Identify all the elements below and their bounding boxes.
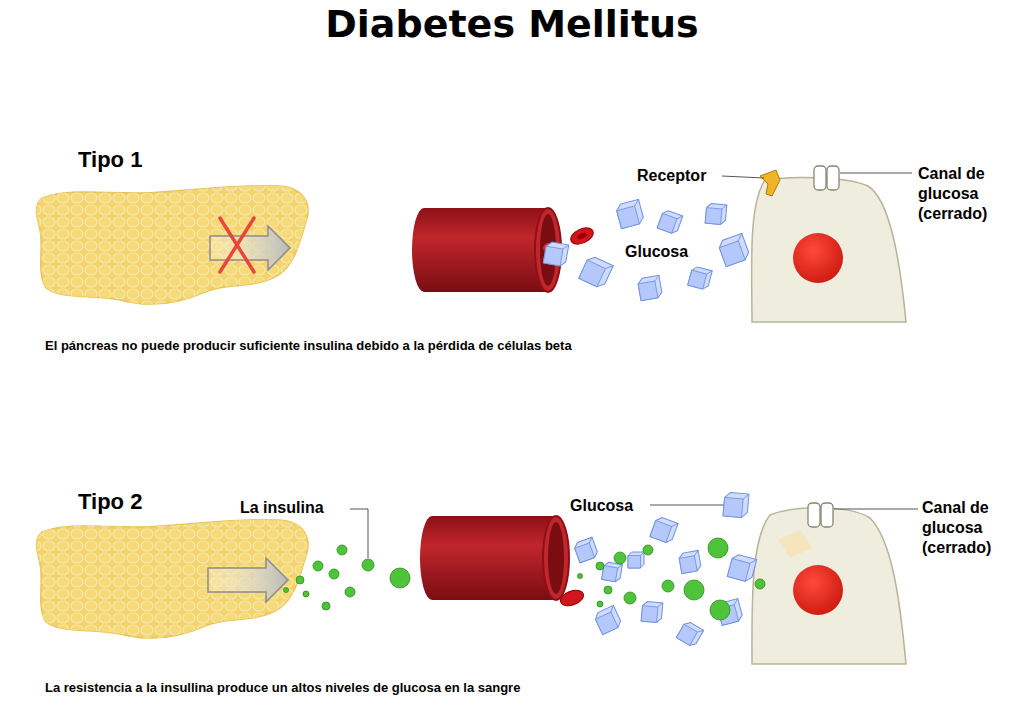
insulin-dot [662,580,674,592]
pancreas [37,186,309,305]
leader-line [840,173,912,174]
insulin-dot [313,561,323,571]
glucose-cube [723,492,749,518]
insulin-dot [708,538,728,558]
glucose-cube [573,537,599,563]
glucose-channel [814,166,839,190]
insulin-dot [296,576,304,584]
glucose-cube [688,266,712,290]
caption: El páncreas no puede producir suficiente… [45,338,572,354]
pancreas [37,520,309,639]
glucose-cube [579,255,614,290]
red-blood-cell [576,232,587,241]
caption: La resistencia a la insullina produce un… [45,680,520,696]
insulin-dot [596,562,604,570]
insulin-dot [329,569,339,579]
insulin-dot [755,579,765,589]
insulin-dot [322,602,330,610]
insulin-dot [303,591,309,597]
glucose-cube [657,209,683,235]
insulin-dot [337,545,347,555]
red-blood-cell [558,587,585,608]
insulin-molecules [284,538,766,620]
leader-line [834,509,918,510]
glucose-cube [678,550,701,573]
glucose-cube [641,601,663,623]
insulin-dot [614,552,626,564]
glucose-cube [727,553,756,582]
blood-vessel [420,516,569,600]
part-label: Canal de glucosa (cerrado) [918,164,1016,224]
insulin-dot [684,580,704,600]
secretion-arrow [208,558,288,602]
glucose-cube [650,516,678,544]
insulin-dot [578,574,583,579]
insulin-dot [710,600,730,620]
title: Diabetes Mellitus [0,2,1024,46]
receptor [760,170,780,196]
glucose-cube [615,199,644,228]
glucose-cube [637,275,662,300]
glucose-cube [593,605,622,634]
glucose-cube [676,620,703,647]
cell [752,178,906,322]
leader-line [722,176,764,178]
part-label: Receptor [637,166,706,186]
section-heading: Tipo 1 [78,146,142,174]
glucose-cube [705,203,727,225]
insulin-dot [604,586,612,594]
leader-line [350,509,368,558]
insulin-dot [624,592,636,604]
cell [752,508,906,664]
part-label: Glucosa [625,242,688,262]
insulin-dot [362,559,374,571]
blood-vessel [412,208,561,292]
part-label: Canal de glucosa (cerrado) [922,498,1020,558]
glucose-channel [808,503,833,527]
leader-line [650,505,728,506]
insulin-dot [643,545,653,555]
part-label: Glucosa [570,496,633,516]
insulin-dot [390,568,410,588]
insulin-dot [284,588,289,593]
glucose-cube [543,241,568,266]
glucose-cube [717,233,750,266]
red-blood-cell [568,225,596,248]
insulin-dot [597,601,603,607]
section-heading: Tipo 2 [78,488,142,516]
part-label: La insulina [240,498,324,518]
glucose-molecules [543,199,756,647]
cross-mark [220,218,254,272]
glucose-cube [628,552,644,568]
glucose-cube [602,562,623,583]
insulin-dot [345,587,355,597]
